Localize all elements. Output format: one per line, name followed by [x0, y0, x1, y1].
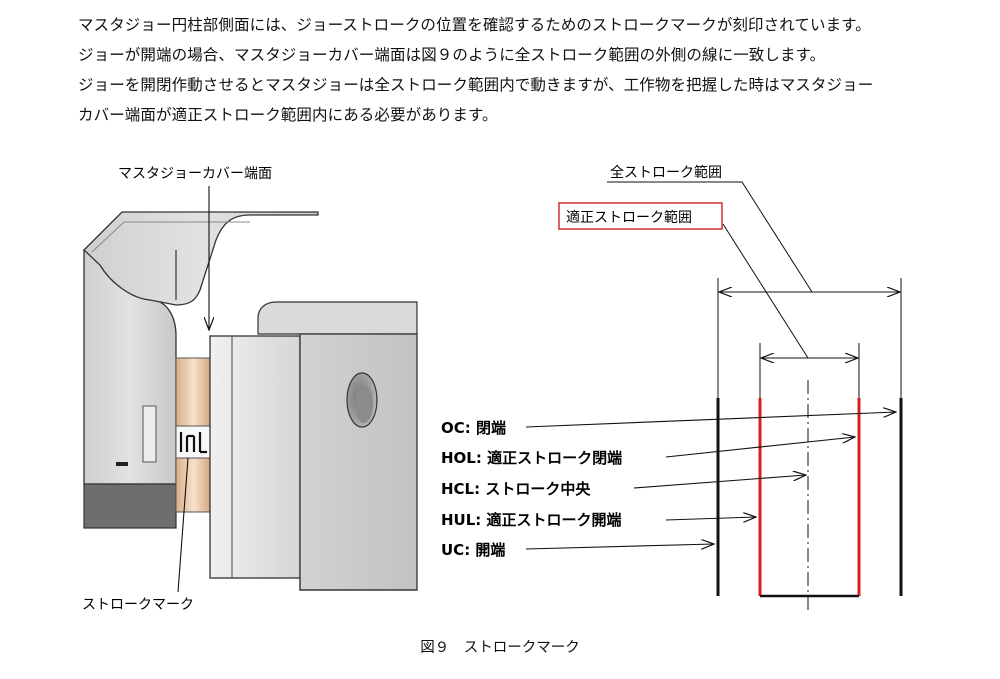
paragraph-line-2: ジョーが開端の場合、マスタジョーカバー端面は図９のように全ストローク範囲の外側の…	[78, 46, 826, 64]
right-block-top	[257, 301, 418, 335]
hul-arrow	[665, 517, 756, 520]
description-paragraph: マスタジョー円柱部側面には、ジョーストロークの位置を確認するためのストロークマー…	[78, 10, 978, 130]
cover-end-label: マスタジョーカバー端面	[118, 166, 272, 182]
body-slot	[142, 405, 157, 463]
jaw-lower-block	[83, 483, 177, 529]
oc-arrow	[525, 412, 896, 428]
legend-hcl: HCL: ストローク中央	[441, 480, 591, 498]
jaw-top-arm	[83, 211, 319, 306]
legend-hul: HUL: 適正ストローク開端	[441, 511, 622, 529]
hcl-arrow	[633, 475, 806, 489]
legend-uc: UC: 開端	[441, 541, 505, 559]
master-jaw-illustration	[83, 186, 418, 593]
proper-stroke-label: 適正ストローク範囲	[566, 209, 692, 226]
uc-arrow	[525, 544, 714, 550]
proper-stroke-label-box	[558, 202, 723, 230]
stroke-legend: OC: 閉端 HOL: 適正ストローク閉端 HCL: ストローク中央 HUL: …	[441, 419, 622, 559]
paragraph-line-3: ジョーを開閉作動させるとマスタジョーは全ストローク範囲内で動きますが、工作物を把…	[78, 76, 874, 94]
full-stroke-label: 全ストローク範囲	[610, 164, 722, 181]
stroke-mark-engraving	[179, 432, 207, 454]
stroke-mark-label: ストロークマーク	[82, 597, 194, 613]
right-block	[299, 333, 418, 591]
hol-arrow	[665, 437, 855, 458]
legend-oc: OC: 閉端	[441, 419, 506, 437]
body-tick	[116, 462, 128, 466]
paragraph-line-1: マスタジョー円柱部側面には、ジョーストロークの位置を確認するためのストロークマー…	[78, 16, 871, 34]
legend-hol: HOL: 適正ストローク閉端	[441, 449, 622, 467]
figure-caption: 図９ ストロークマーク	[420, 640, 580, 656]
stroke-range-diagram	[525, 181, 903, 612]
paragraph-line-4: カバー端面が適正ストローク範囲内にある必要があります。	[78, 106, 498, 124]
jaw-cover	[209, 335, 301, 579]
